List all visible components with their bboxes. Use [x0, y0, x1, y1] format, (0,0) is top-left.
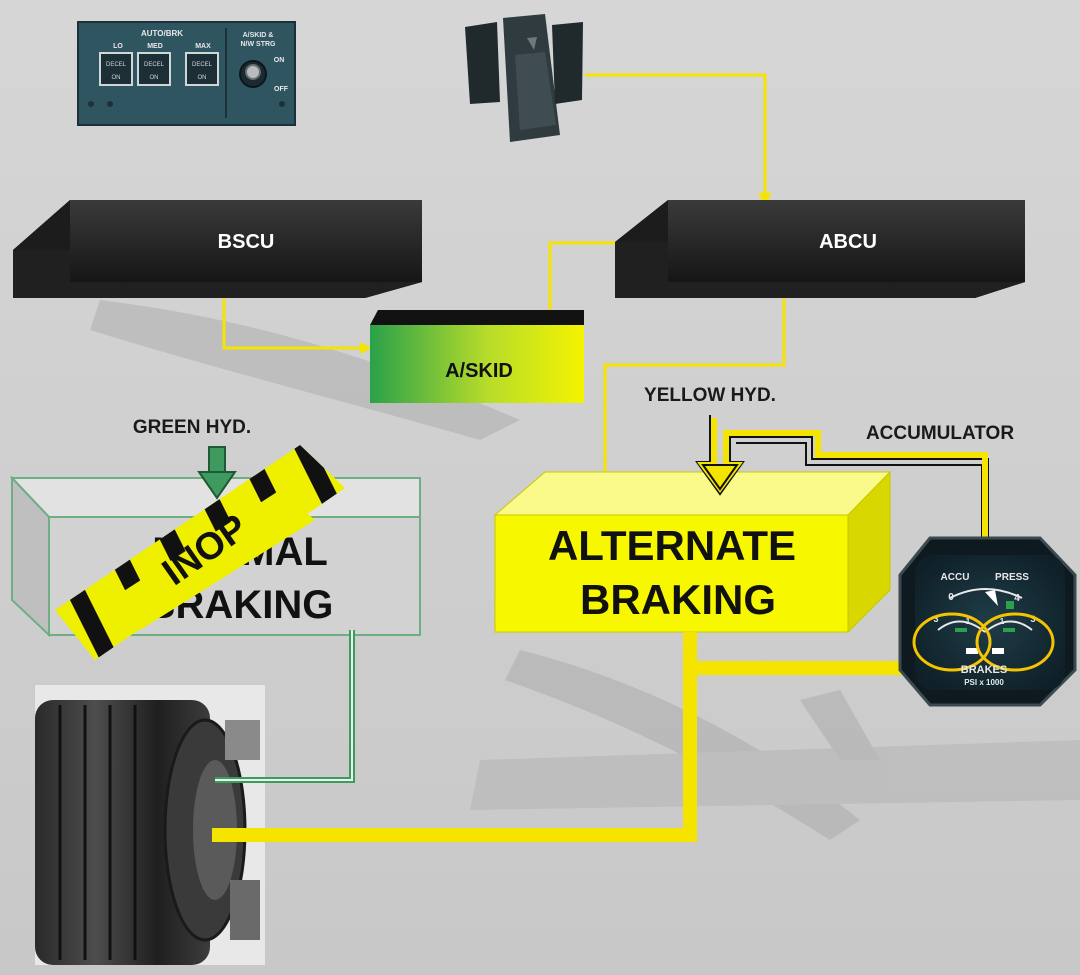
autobrake-med-decel: DECEL [144, 62, 165, 68]
askid-unit: A/SKID [370, 310, 584, 403]
gauge-accu-needle [985, 590, 998, 606]
autobrake-lo-decel: DECEL [106, 62, 127, 68]
yellow-signal-lines [222, 73, 786, 510]
autobrake-lo-button[interactable]: DECEL ON [99, 52, 133, 86]
autobrake-med-on: ON [150, 75, 159, 81]
askid-nw-strg-title-1: A/SKID & [243, 32, 274, 39]
alternate-braking-box: ALTERNATE BRAKING [493, 470, 892, 634]
autobrake-max-label: MAX [195, 43, 211, 50]
brake-pressure-gauge: ACCU PRESS 0 4 3 1 1 3 BRAKES PSI x 1000 [898, 536, 1077, 707]
alternate-braking-line2: BRAKING [580, 576, 776, 623]
autobrake-max-decel: DECEL [192, 62, 213, 68]
accumulator-label: ACCUMULATOR [866, 423, 1014, 444]
autobrake-max-button[interactable]: DECEL ON [185, 52, 219, 86]
abcu-unit: ABCU [615, 200, 1025, 298]
autobrake-med-label: MED [147, 43, 163, 50]
autobrake-panel: AUTO/BRK LO MED MAX DECEL ON DECEL ON DE… [77, 21, 296, 126]
green-hyd-arrow [197, 446, 237, 500]
askid-switch-off-label: OFF [274, 86, 289, 93]
autobrake-max-on: ON [198, 75, 207, 81]
wheel-image [35, 685, 265, 965]
abcu-label: ABCU [819, 231, 877, 253]
askid-switch-on-label: ON [274, 57, 285, 64]
askid-label: A/SKID [445, 360, 513, 382]
gauge-tick-4: 4 [1014, 593, 1020, 604]
alternate-braking-line1: ALTERNATE [548, 522, 796, 569]
gauge-accu-label: ACCU [941, 572, 970, 583]
bscu-label: BSCU [218, 231, 275, 253]
gauge-tick-1-right: 1 [1000, 617, 1005, 626]
gauge-unit-label: PSI x 1000 [964, 678, 1004, 687]
autobrake-lo-label: LO [113, 43, 123, 50]
arrow-pedals-to-abcu [758, 193, 772, 205]
askid-nw-strg-switch[interactable] [239, 60, 267, 88]
yellow-hyd-label: YELLOW HYD. [644, 385, 776, 406]
bscu-unit: BSCU [13, 200, 422, 298]
gauge-tick-0: 0 [948, 592, 954, 603]
yellow-hyd-arrow [695, 415, 989, 571]
gauge-brakes-label: BRAKES [961, 664, 1007, 676]
green-hyd-line [215, 630, 355, 783]
green-hyd-label: GREEN HYD. [133, 417, 251, 438]
gauge-tick-3-right: 3 [1030, 614, 1035, 624]
brake-pedals [465, 14, 583, 142]
autobrake-med-button[interactable]: DECEL ON [137, 52, 171, 86]
aircraft-silhouette-watermark [90, 300, 1080, 840]
arrow-bscu-to-askid [360, 342, 372, 354]
askid-nw-strg-title-2: N/W STRG [241, 41, 277, 48]
gauge-tick-1-left: 1 [966, 617, 971, 626]
gauge-press-label: PRESS [995, 572, 1029, 583]
gauge-tick-3-left: 3 [933, 614, 938, 624]
autobrake-title: AUTO/BRK [141, 29, 183, 38]
yellow-hyd-line [212, 632, 905, 842]
autobrake-lo-on: ON [112, 75, 121, 81]
